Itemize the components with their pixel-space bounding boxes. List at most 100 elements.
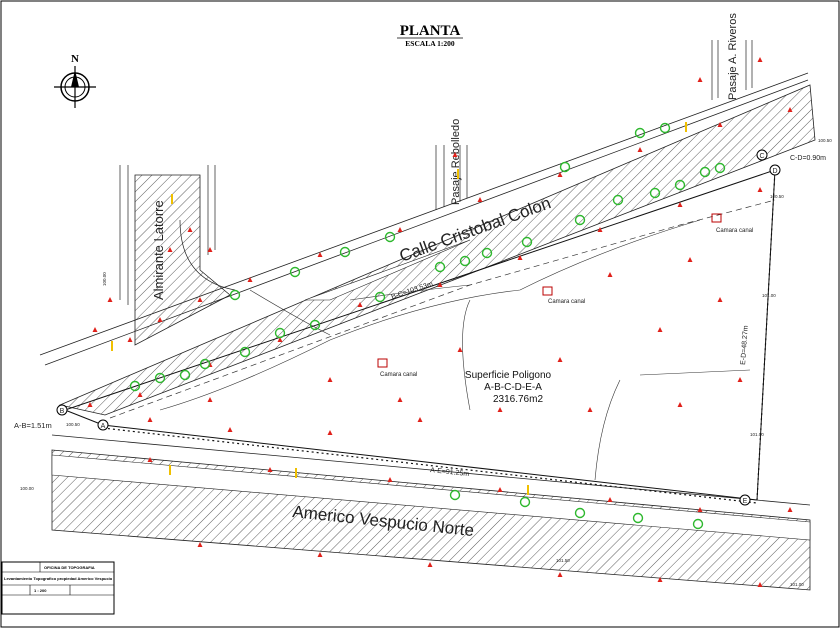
survey-point-marker — [397, 397, 403, 402]
latorre-road-lines — [119, 165, 236, 305]
tree-marker — [239, 346, 251, 358]
tree-marker — [574, 214, 586, 226]
vertex-d: D — [769, 164, 781, 176]
vertex-c: C — [756, 149, 768, 161]
street-pasaje-riveros: Pasaje A. Riveros — [727, 13, 739, 100]
tree-marker — [481, 247, 493, 259]
polygon-dotted-boundary — [102, 169, 776, 504]
elevation-label: 101.50 — [556, 558, 570, 563]
vertex-e: E — [739, 494, 751, 506]
tree-marker — [434, 261, 446, 273]
north-label: N — [71, 53, 79, 65]
survey-point-marker — [317, 552, 323, 557]
survey-point-marker — [607, 272, 613, 277]
survey-point-marker — [717, 122, 723, 127]
tree-marker — [459, 255, 471, 267]
tree-marker — [674, 179, 686, 191]
survey-point-marker — [787, 507, 793, 512]
survey-point-marker — [437, 282, 443, 287]
tree-marker — [714, 162, 726, 174]
svg-text:Camara canal: Camara canal — [716, 228, 753, 234]
tree-marker — [519, 496, 531, 508]
svg-text:A: A — [101, 423, 106, 430]
survey-point-marker — [197, 297, 203, 302]
pasaje-rebolledo-road — [435, 145, 468, 210]
elevation-label: 100.50 — [818, 138, 832, 143]
plan-title: PLANTA — [400, 23, 461, 39]
survey-point-marker — [677, 402, 683, 407]
cristobal-colon-street-band — [58, 84, 816, 416]
title-block-project: Levantamiento Topografico propiedad Amer… — [4, 576, 113, 581]
survey-point-marker — [697, 507, 703, 512]
survey-point-marker — [327, 430, 333, 435]
tree-marker — [559, 161, 571, 173]
survey-point-marker — [657, 577, 663, 582]
tree-marker — [374, 291, 386, 303]
survey-point-marker — [757, 582, 763, 587]
survey-point-marker — [197, 542, 203, 547]
tree-marker — [649, 187, 661, 199]
tree-marker — [309, 319, 321, 331]
survey-point-marker — [157, 317, 163, 322]
elevation-label: 101.00 — [762, 293, 776, 298]
survey-point-marker — [457, 347, 463, 352]
survey-point-marker — [417, 417, 423, 422]
elevation-label: 101.00 — [750, 432, 764, 437]
north-arrow-icon — [54, 66, 96, 108]
svg-text:B: B — [60, 408, 65, 415]
survey-point-marker — [607, 497, 613, 502]
elevation-label: 100.00 — [20, 486, 34, 491]
tree-marker — [632, 512, 644, 524]
survey-point-marker — [247, 277, 253, 282]
tree-marker — [612, 194, 624, 206]
svg-text:D: D — [772, 168, 777, 175]
title-block-scale: 1 : 200 — [34, 588, 47, 593]
survey-point-marker — [187, 227, 193, 232]
tree-marker — [634, 127, 646, 139]
survey-point-marker — [397, 227, 403, 232]
survey-point-marker — [207, 397, 213, 402]
survey-point-marker — [147, 417, 153, 422]
vertex-b: B — [56, 404, 68, 416]
vespucio-edge — [51, 434, 811, 506]
survey-point-marker — [697, 77, 703, 82]
tree-marker — [449, 489, 461, 501]
area-label-line1: Superficie Poligono — [465, 370, 552, 381]
survey-point-marker — [787, 107, 793, 112]
survey-point-marker — [277, 337, 283, 342]
terrain-lines — [159, 219, 751, 481]
svg-text:C: C — [759, 153, 764, 160]
pole-marker — [457, 169, 459, 179]
tree-marker — [289, 266, 301, 278]
tree-marker — [229, 289, 241, 301]
elevation-label: 100.50 — [770, 194, 784, 199]
pole-marker — [169, 465, 171, 475]
survey-point-marker — [757, 57, 763, 62]
survey-point-marker — [317, 252, 323, 257]
tree-marker — [521, 236, 533, 248]
survey-point-marker — [497, 407, 503, 412]
survey-point-marker — [227, 427, 233, 432]
survey-point-marker — [137, 392, 143, 397]
svg-text:Camara canal: Camara canal — [548, 299, 585, 305]
survey-point-marker — [92, 327, 98, 332]
tree-marker — [199, 358, 211, 370]
survey-point-marker — [757, 187, 763, 192]
survey-point-marker — [427, 562, 433, 567]
survey-point-marker — [517, 255, 523, 260]
survey-point-marker — [127, 337, 133, 342]
vertex-a: A — [97, 419, 109, 431]
tree-marker — [179, 369, 191, 381]
survey-point-marker — [557, 172, 563, 177]
survey-point-marker — [637, 147, 643, 152]
survey-point-marker — [387, 477, 393, 482]
tree-marker — [692, 518, 704, 530]
survey-point-marker — [737, 377, 743, 382]
survey-point-marker — [597, 227, 603, 232]
svg-text:E: E — [743, 498, 748, 505]
survey-point-marker — [327, 377, 333, 382]
title-block: OFICINA DE TOPOGRAFIA Levantamiento Topo… — [1, 561, 115, 615]
survey-point-marker — [107, 297, 113, 302]
